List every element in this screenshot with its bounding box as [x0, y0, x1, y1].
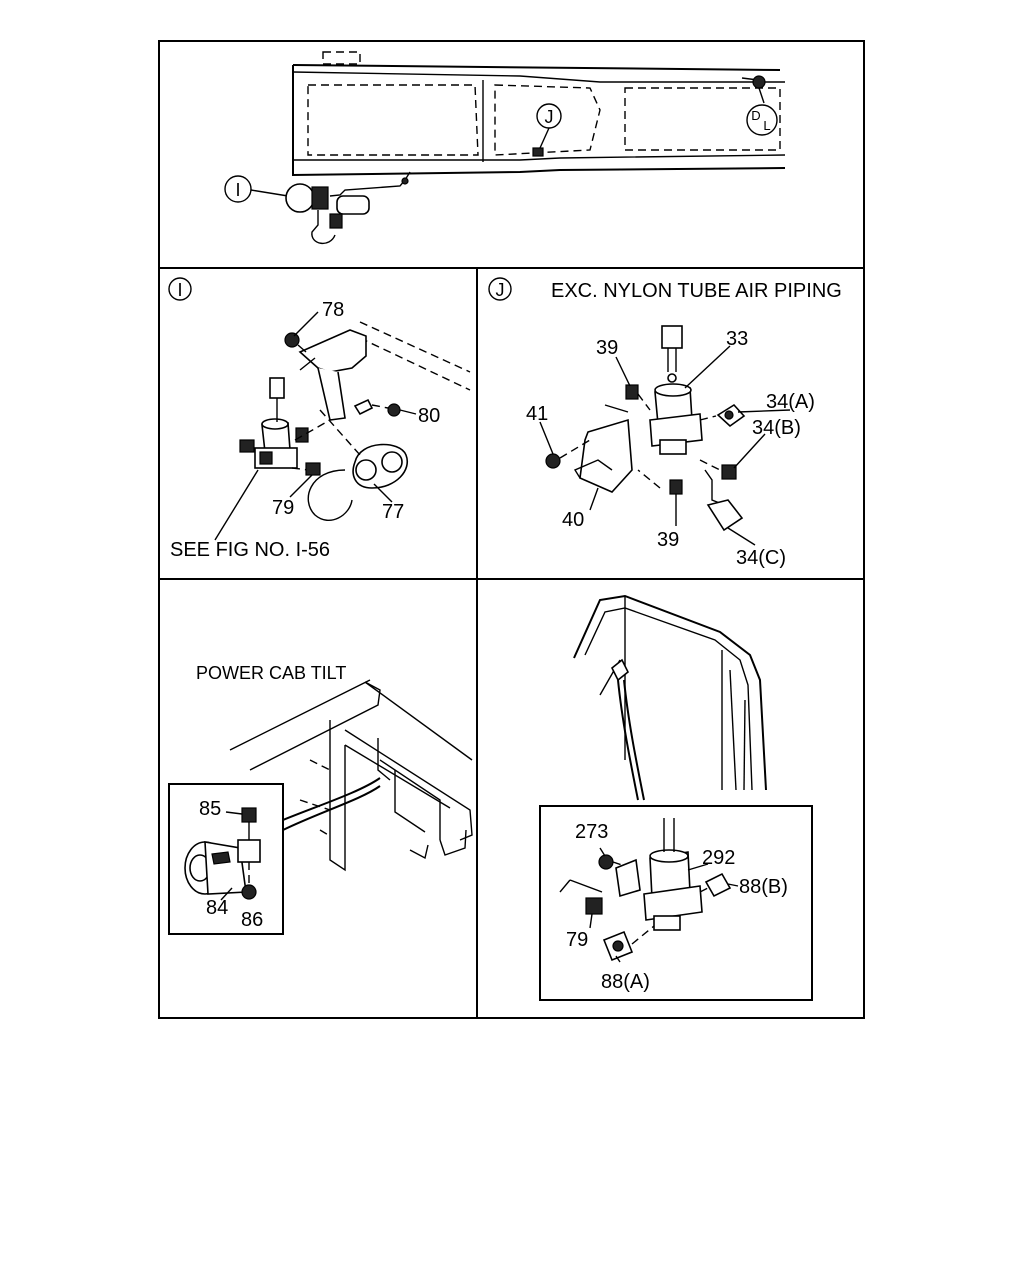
part-label: 34(B) — [752, 417, 801, 439]
part-label: 85 — [199, 798, 221, 820]
svg-text:D: D — [751, 108, 760, 123]
part-label: 88(B) — [739, 876, 788, 898]
part-label: 79 — [566, 929, 588, 951]
panel-I: I — [168, 277, 471, 561]
svg-text:J: J — [545, 107, 554, 127]
diagram-frame — [158, 40, 865, 1019]
svg-text:I: I — [177, 280, 182, 300]
part-label: 84 — [206, 897, 228, 919]
part-label: 33 — [726, 328, 748, 350]
part-label: 80 — [418, 405, 440, 427]
part-label: 77 — [382, 501, 404, 523]
part-label: 41 — [526, 403, 548, 425]
part-label: 273 — [575, 821, 608, 843]
panel-J-heading: EXC. NYLON TUBE AIR PIPING — [551, 280, 842, 302]
callout-DL-overview: D L — [741, 75, 778, 136]
part-label: 79 — [272, 497, 294, 519]
part-label: 78 — [322, 299, 344, 321]
overview-panel: J D L I — [224, 51, 786, 244]
part-label: 39 — [657, 529, 679, 551]
part-label: 34(C) — [736, 547, 786, 569]
svg-text:I: I — [235, 180, 240, 200]
panel-power-cab-tilt: POWER CAB TILT 85 84 — [168, 663, 473, 935]
callout-I-panel: I — [168, 277, 192, 301]
part-label: 86 — [241, 909, 263, 931]
part-label: 34(A) — [766, 391, 815, 413]
part-label: 88(A) — [601, 971, 650, 993]
callout-I-overview: I — [224, 171, 411, 244]
svg-text:J: J — [496, 280, 505, 300]
figure-reference: SEE FIG NO. I-56 — [170, 539, 330, 561]
part-label: 40 — [562, 509, 584, 531]
panel-cab-heading: POWER CAB TILT — [196, 663, 346, 683]
panel-J: J EXC. NYLON TUBE AIR PIPING — [488, 277, 842, 569]
svg-text:L: L — [763, 118, 770, 133]
part-label: 292 — [702, 847, 735, 869]
callout-J-overview: J — [532, 103, 562, 157]
callout-J-panel: J — [488, 277, 512, 301]
part-label: 39 — [596, 337, 618, 359]
panel-door-frame: 273 292 88(B) 79 88(A) — [539, 594, 813, 1001]
